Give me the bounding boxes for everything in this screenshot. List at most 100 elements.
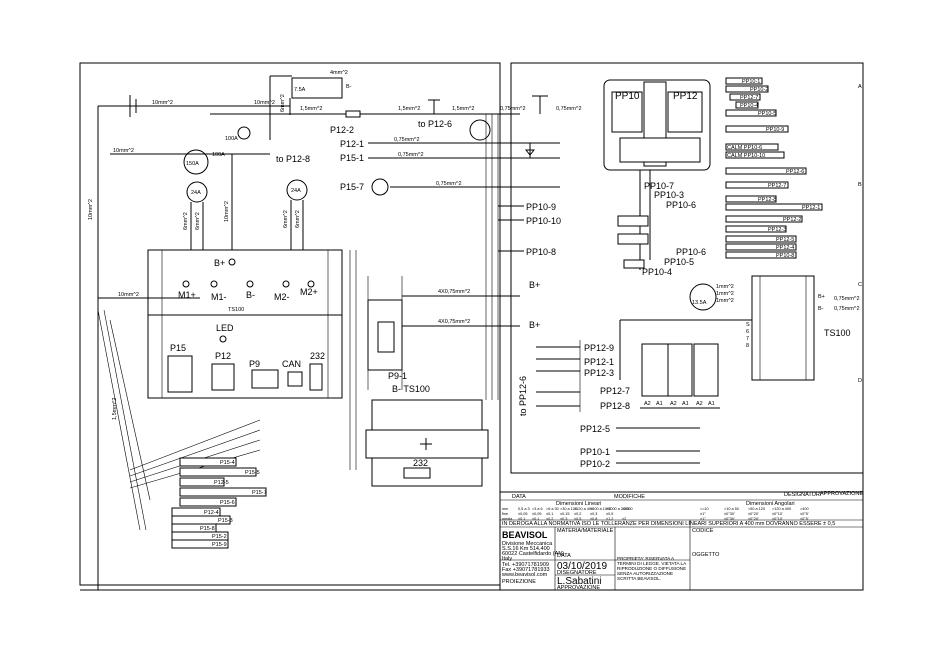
tolerance-cell: >120 a 400 [574,507,593,511]
svg-text:0,75mm^2: 0,75mm^2 [834,306,860,312]
tolerance-cell: ±0,2 [574,512,581,516]
svg-text:PP10-8: PP10-8 [776,253,794,259]
tolerance-cell: ±0,05 [518,512,527,516]
svg-text:PP10-6: PP10-6 [676,247,706,257]
svg-text:B+: B+ [818,294,825,300]
svg-text:P9: P9 [249,359,260,369]
svg-text:6mm^2: 6mm^2 [280,94,286,112]
tolerance-cell: ±0,5 [574,517,581,521]
tolerance-cell: ±2 [622,517,626,521]
svg-text:P12-4: P12-4 [204,510,219,516]
svg-text:1mm^2: 1mm^2 [716,284,734,290]
svg-text:P15-4: P15-4 [220,460,235,466]
tolerance-cell: ±0,05 [532,512,541,516]
svg-text:to P12-6: to P12-6 [418,119,452,129]
tolerance-cell: ±0°10' [772,517,783,521]
svg-text:A2: A2 [670,401,677,407]
svg-text:100A: 100A [212,152,225,158]
svg-text:P12: P12 [215,351,231,361]
tolerance-cell: >2000 [622,507,633,511]
svg-text:8: 8 [746,343,749,349]
svg-text:P15-7: P15-7 [252,490,267,496]
svg-text:Dimensioni Lineari: Dimensioni Lineari [556,501,601,507]
board-name: TS100 [228,307,244,313]
svg-text:to P12-8: to P12-8 [276,154,310,164]
svg-text:P15: P15 [170,343,186,353]
svg-text:S: S [746,322,750,328]
svg-text:1mm^2: 1mm^2 [716,291,734,297]
tolerance-cell: >50 a 120 [748,507,765,511]
svg-text:4mm^2: 4mm^2 [330,70,348,76]
svg-text:A2: A2 [644,401,651,407]
tolerance-cell: ±0,5 [606,512,613,516]
tolerance-cell: >1000 a 2000 [606,507,629,511]
svg-text:PP10-8: PP10-8 [526,247,556,257]
svg-text:OGGETTO: OGGETTO [692,552,720,558]
svg-text:1,5mm^2: 1,5mm^2 [300,106,322,112]
board-m2-minus: M2- [274,292,290,302]
tolerance-cell: ±0°5' [800,512,809,516]
led-icon [219,335,227,343]
svg-text:24A: 24A [191,190,201,196]
svg-text:B+: B+ [529,320,540,330]
svg-text:PP10-10: PP10-10 [526,216,561,226]
svg-text:PP10-6: PP10-6 [666,200,696,210]
svg-text:PP12-7: PP12-7 [740,95,758,101]
svg-text:P15-3: P15-3 [218,518,233,524]
svg-text:PP12-9: PP12-9 [584,343,614,353]
fuse-13-5a [689,283,717,311]
svg-text:PROIEZIONE: PROIEZIONE [502,579,536,585]
svg-text:6: 6 [746,329,749,335]
svg-text:A1: A1 [682,401,689,407]
tolerance-cell: ±0°5' [800,517,809,521]
svg-text:PP10-4: PP10-4 [642,267,672,277]
svg-text:PP12-4: PP12-4 [776,245,794,251]
tolerance-cell: ±0,8 [590,517,597,521]
svg-text:PP10-7: PP10-7 [644,181,674,191]
svg-text:CAN: CAN [282,359,301,369]
svg-text:MATERIA/MATERIALE: MATERIA/MATERIALE [557,528,614,534]
pp12-switches [536,340,581,412]
svg-text:B: B [858,182,862,188]
svg-text:4X0,75mm^2: 4X0,75mm^2 [438,289,470,295]
svg-text:A1: A1 [656,401,663,407]
designer-name: L.Sabatini [557,576,601,587]
board-led-label: LED [216,323,234,333]
tolerance-cell: ±0°20' [748,512,759,516]
tolerance-cell: ±0,3 [560,517,567,521]
svg-text:0,75mm^2: 0,75mm^2 [398,152,424,158]
board-b-plus: B+ [214,258,225,268]
left-sheet-frame [79,62,501,586]
svg-text:PP10-5: PP10-5 [758,111,776,117]
harness-tag-list: P15-4 P15-5 P12-5 P15-7 P15-6 P12-4 P15-… [171,457,267,549]
svg-text:1,5mm^2: 1,5mm^2 [398,106,420,112]
drawing-date: 03/10/2019 [557,561,607,572]
inline-fuse [345,110,361,118]
svg-text:10mm^2: 10mm^2 [224,201,230,222]
svg-text:P15-7: P15-7 [340,182,364,192]
svg-text:APPROVAZIONE: APPROVAZIONE [820,491,863,497]
svg-text:DISEGNATORE: DISEGNATORE [557,570,597,576]
module-terminals: S 6 7 8 [746,322,750,349]
svg-text:PP12-5: PP12-5 [580,424,610,434]
svg-text:APPROVAZIONE: APPROVAZIONE [557,585,600,591]
svg-text:10mm^2: 10mm^2 [88,199,94,220]
board-m1-plus: M1+ [178,290,196,300]
tolerance-cell: >120 a 400 [772,507,791,511]
svg-text:6mm^2: 6mm^2 [183,212,189,230]
relay-coil-icon [469,119,491,141]
tolerance-cell: >30 a 120 [560,507,577,511]
tolerance-cell: ±0°20' [748,517,759,521]
ts100-module [751,275,815,381]
svg-text:PP12-5: PP12-5 [776,237,794,243]
border-row-letters: A B C D [858,84,862,384]
svg-text:24A: 24A [291,188,301,194]
tolerance-cell: >10 a 50 [724,507,739,511]
tolerance-cell: ±0,1 [518,517,525,521]
svg-text:PP10-9: PP10-9 [526,202,556,212]
tolerance-cell: ±1,2 [606,517,613,521]
svg-text:0,75mm^2: 0,75mm^2 [394,137,420,143]
svg-text:1mm^2: 1mm^2 [716,298,734,304]
svg-text:PP10-3: PP10-3 [654,190,684,200]
